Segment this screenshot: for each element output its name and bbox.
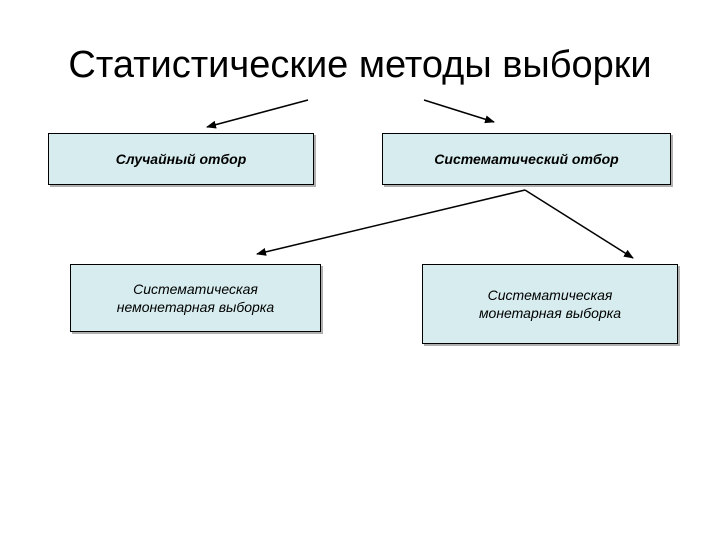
arrow-systematic-to-monetary — [524, 189, 634, 259]
arrow-systematic-to-nonmonetary — [256, 189, 526, 256]
node-systematic-nonmonetary-sample: Систематическая немонетарная выборка — [70, 264, 321, 332]
node-systematic-selection-label: Систематический отбор — [434, 151, 619, 167]
diagram-title: Статистические методы выборки — [68, 44, 652, 86]
node-systematic-nonmonetary-sample-label: Систематическая немонетарная выборка — [116, 281, 275, 315]
node-random-selection-label: Случайный отбор — [115, 151, 247, 167]
node-random-selection: Случайный отбор — [48, 133, 314, 185]
arrow-title-to-systematic — [423, 99, 495, 124]
node-systematic-monetary-sample: Систематическая монетарная выборка — [422, 264, 678, 344]
node-systematic-monetary-sample-label: Систематическая монетарная выборка — [478, 287, 622, 321]
arrow-title-to-random — [206, 99, 309, 129]
node-systematic-selection: Систематический отбор — [382, 133, 671, 185]
